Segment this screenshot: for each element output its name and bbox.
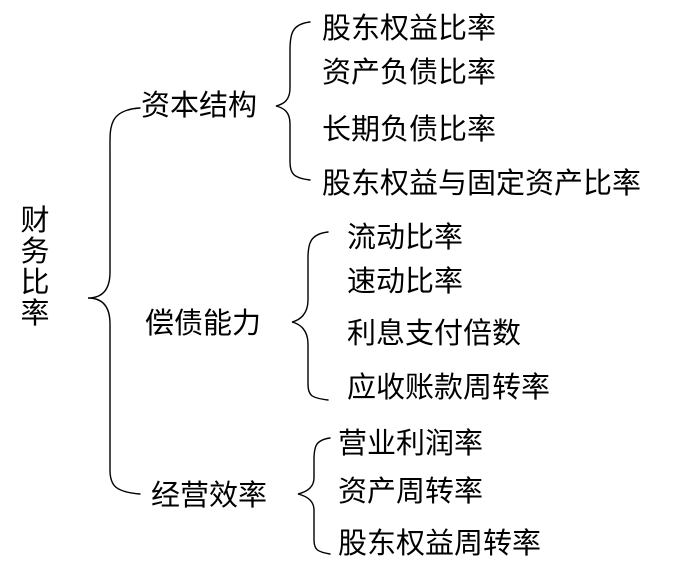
category-label: 经营效率 xyxy=(151,478,268,512)
metric-item: 营业利润率 xyxy=(338,426,484,460)
root-brace xyxy=(87,107,141,495)
metric-item: 应收账款周转率 xyxy=(347,370,551,404)
category-label: 资本结构 xyxy=(141,88,258,122)
root-char: 财 xyxy=(20,203,50,237)
brace-operating-efficiency xyxy=(297,437,331,555)
brace-capital-structure xyxy=(275,21,311,181)
brace-solvency xyxy=(291,231,329,401)
root-label: 财 务 比 率 xyxy=(20,205,50,329)
metric-item: 流动比率 xyxy=(347,220,464,254)
metric-item: 利息支付倍数 xyxy=(347,316,522,350)
metric-item: 速动比率 xyxy=(347,264,464,298)
category-label: 偿债能力 xyxy=(145,306,262,340)
metric-item: 资产周转率 xyxy=(338,474,484,508)
root-char: 务 xyxy=(20,234,50,268)
metric-item: 股东权益比率 xyxy=(322,11,497,45)
metric-item: 股东权益与固定资产比率 xyxy=(322,166,642,200)
metric-item: 长期负债比率 xyxy=(322,112,497,146)
root-char: 比 xyxy=(20,265,50,299)
metric-item: 资产负债比率 xyxy=(322,55,497,89)
metric-item: 股东权益周转率 xyxy=(338,526,542,560)
root-char: 率 xyxy=(20,296,50,330)
